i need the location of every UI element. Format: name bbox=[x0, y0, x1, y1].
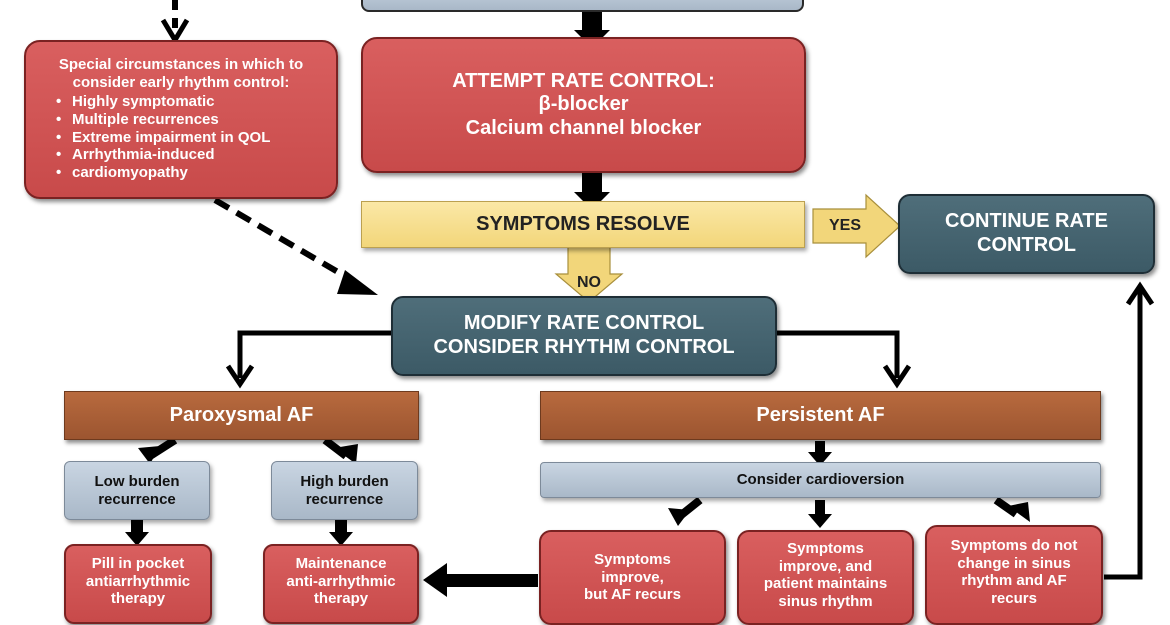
attempt-rate-control-box: ATTEMPT RATE CONTROL: β-blocker Calcium … bbox=[361, 37, 806, 173]
consider-cardioversion-box: Consider cardioversion bbox=[540, 462, 1101, 498]
maintenance-line2: anti-arrhythmic bbox=[286, 572, 396, 590]
nochange-line1: Symptoms do not bbox=[950, 537, 1078, 554]
recur-line2: improve, bbox=[601, 568, 664, 586]
arrow-recur-to-maintenance bbox=[423, 563, 538, 597]
modify-line1: MODIFY RATE CONTROL bbox=[463, 312, 705, 335]
modify-line2: CONSIDER RHYTHM CONTROL bbox=[433, 336, 735, 358]
symptoms-improve-sinus-box: Symptoms improve, and patient maintains … bbox=[737, 530, 914, 625]
sinus-line1: Symptoms bbox=[787, 540, 864, 557]
pill-line3: therapy bbox=[110, 590, 166, 608]
attempt-rate-beta: β-blocker bbox=[538, 93, 629, 116]
pill-line1: Pill in pocket bbox=[91, 555, 185, 572]
continue-rate-line1: CONTINUE RATE bbox=[945, 210, 1108, 233]
arrow-modify-to-persistent bbox=[777, 330, 912, 389]
arrow-paroxysmal-to-high bbox=[322, 436, 358, 464]
dashed-arrow-top bbox=[160, 0, 190, 45]
top-box-cropped bbox=[361, 0, 804, 12]
dashed-arrow-special-to-modify bbox=[213, 197, 378, 295]
arrow-modify-to-paroxysmal bbox=[225, 330, 392, 389]
arrow-high-to-maintenance bbox=[329, 520, 353, 546]
recur-line3: but AF recurs bbox=[584, 586, 681, 604]
paroxysmal-label: Paroxysmal AF bbox=[169, 403, 314, 426]
symptoms-resolve-label: SYMPTOMS RESOLVE bbox=[476, 212, 690, 235]
arrow-cardioversion-to-recur bbox=[668, 496, 703, 526]
maintenance-line3: therapy bbox=[313, 590, 369, 608]
high-burden-line1: High burden bbox=[300, 472, 389, 490]
no-arrow bbox=[554, 246, 624, 303]
yes-arrow bbox=[812, 193, 901, 259]
arrow-persistent-to-cardioversion bbox=[808, 441, 832, 466]
special-item: Arrhythmia-induced bbox=[56, 146, 270, 164]
attempt-rate-ccb: Calcium channel blocker bbox=[465, 116, 702, 139]
nochange-line2: change in sinus bbox=[957, 554, 1071, 572]
persistent-af-box: Persistent AF bbox=[540, 391, 1101, 440]
special-list: Highly symptomatic Multiple recurrences … bbox=[40, 93, 270, 181]
high-burden-box: High burden recurrence bbox=[271, 461, 418, 520]
sinus-line3: patient maintains bbox=[763, 575, 888, 593]
maintenance-line1: Maintenance bbox=[295, 555, 387, 572]
persistent-label: Persistent AF bbox=[756, 403, 885, 426]
special-item: Extreme impairment in QOL bbox=[56, 129, 270, 147]
special-heading-2: consider early rhythm control: bbox=[72, 73, 290, 91]
continue-rate-control-box: CONTINUE RATE CONTROL bbox=[898, 194, 1155, 274]
attempt-rate-title: ATTEMPT RATE CONTROL: bbox=[452, 69, 715, 92]
yes-label: YES bbox=[828, 217, 861, 234]
modify-rate-control-box: MODIFY RATE CONTROL CONSIDER RHYTHM CONT… bbox=[391, 296, 777, 376]
symptoms-resolve-box: SYMPTOMS RESOLVE bbox=[361, 201, 805, 248]
symptoms-improve-af-recurs-box: Symptoms improve, but AF recurs bbox=[539, 530, 726, 625]
special-item: Highly symptomatic bbox=[56, 93, 270, 111]
cardioversion-label: Consider cardioversion bbox=[736, 471, 905, 489]
paroxysmal-af-box: Paroxysmal AF bbox=[64, 391, 419, 440]
high-burden-line2: recurrence bbox=[305, 490, 384, 508]
pill-in-pocket-box: Pill in pocket antiarrhythmic therapy bbox=[64, 544, 212, 624]
low-burden-line1: Low burden bbox=[94, 472, 180, 490]
no-label: NO bbox=[577, 274, 601, 291]
special-circumstances-box: Special circumstances in which to consid… bbox=[24, 40, 338, 199]
arrow-cardioversion-to-sinus bbox=[808, 500, 832, 528]
continue-rate-line2: CONTROL bbox=[977, 234, 1076, 256]
sinus-line4: sinus rhythm bbox=[778, 593, 873, 611]
sinus-line2: improve, and bbox=[778, 557, 873, 575]
arrow-paroxysmal-to-low bbox=[138, 436, 178, 464]
nochange-line3: rhythm and AF bbox=[961, 572, 1067, 590]
recur-line1: Symptoms bbox=[594, 551, 671, 568]
low-burden-line2: recurrence bbox=[98, 490, 176, 508]
special-item-continued: cardiomyopathy bbox=[56, 164, 270, 182]
special-item: Multiple recurrences bbox=[56, 111, 270, 129]
arrow-nochange-to-continue bbox=[1104, 281, 1155, 580]
maintenance-therapy-box: Maintenance anti-arrhythmic therapy bbox=[263, 544, 419, 624]
symptoms-no-change-box: Symptoms do not change in sinus rhythm a… bbox=[925, 525, 1103, 625]
nochange-line4: recurs bbox=[991, 590, 1037, 608]
special-heading-1: Special circumstances in which to bbox=[58, 56, 304, 73]
pill-line2: antiarrhythmic bbox=[85, 572, 191, 590]
arrow-low-to-pill bbox=[125, 520, 149, 546]
arrow-cardioversion-to-nochange bbox=[993, 496, 1030, 522]
low-burden-box: Low burden recurrence bbox=[64, 461, 210, 520]
